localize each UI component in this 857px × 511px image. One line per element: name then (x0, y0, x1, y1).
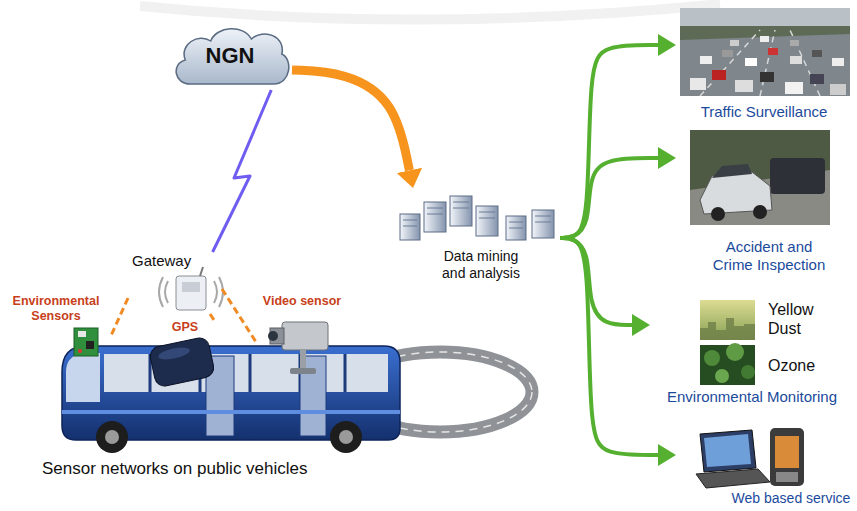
node-text: NGN (170, 43, 290, 69)
sensor-link (210, 314, 214, 320)
output-arrow (560, 45, 658, 238)
gateway-device (159, 267, 223, 310)
node-text: Web based service (730, 490, 852, 507)
output-arrow (560, 238, 658, 455)
monitoring-item: Ozone (698, 344, 828, 386)
network-cloud: NGN (170, 22, 292, 90)
sensor-node: GPS (148, 320, 224, 386)
laptop-and-phone (696, 428, 804, 488)
application-panel: Accident and Crime Inspection (676, 128, 852, 276)
video-camera (268, 322, 328, 374)
node-text: Accident and Crime Inspection (708, 238, 830, 274)
application-panel: Traffic Surveillance (676, 6, 854, 124)
monitoring-item: Yellow Dust (698, 298, 828, 342)
watermark-arc (140, 4, 720, 20)
application-panel: Environmental Monitoring Yellow DustOzone (650, 296, 856, 408)
node-text: GPS (148, 320, 222, 335)
node-text: Video sensor (258, 294, 346, 309)
data-flow-arrow (292, 70, 409, 170)
caption-box: Sensor networks on public vehicles (42, 459, 342, 479)
server-node: Data mining and analysis (400, 188, 560, 288)
node-text: Traffic Surveillance (676, 103, 852, 121)
node-text: Ozone (768, 356, 824, 375)
caption-text: Sensor networks on public vehicles (42, 459, 342, 479)
traffic-photo (680, 8, 850, 96)
node-text: Environmental Monitoring (650, 388, 854, 406)
node-text: Gateway (132, 252, 202, 270)
sensor-link (222, 289, 256, 342)
environmental-sensor-board (74, 328, 98, 356)
node-text: Data mining and analysis (435, 248, 527, 282)
bus (62, 346, 400, 453)
ozone-photo (700, 343, 755, 385)
gps-receiver (148, 336, 215, 388)
output-arrow (560, 158, 658, 238)
output-arrow (560, 238, 632, 325)
sensor-node: Environmental Sensors (4, 292, 110, 356)
wireless-link (213, 90, 272, 252)
gateway-node: Gateway (128, 252, 222, 314)
sensor-link (110, 298, 128, 338)
application-panel: Web based service (676, 424, 854, 510)
yellow-dust-photo (700, 300, 755, 340)
node-text: Environmental Sensors (4, 294, 108, 324)
sensor-node: Video sensor (256, 292, 348, 382)
accident-photo (690, 130, 830, 225)
node-text: Yellow Dust (768, 300, 824, 338)
server-cluster (400, 196, 554, 240)
